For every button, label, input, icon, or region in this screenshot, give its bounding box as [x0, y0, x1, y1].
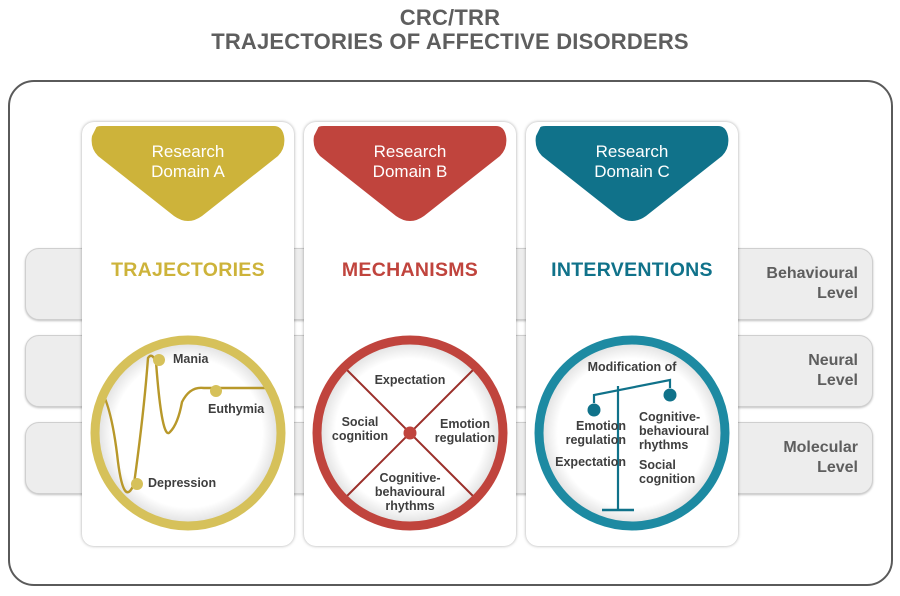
level-label-line: Behavioural	[766, 265, 858, 282]
scale-pan-left	[587, 403, 601, 417]
label-modification-of: Modification of	[587, 360, 677, 374]
center-dot	[403, 426, 417, 440]
level-label-line: Level	[817, 285, 858, 302]
label-line: behavioural	[374, 485, 446, 499]
banner-line: Domain B	[372, 162, 448, 181]
domain-c-heading: INTERVENTIONS	[551, 259, 713, 281]
domain-b-heading: MECHANISMS	[341, 259, 479, 281]
mechanisms-graphic	[312, 335, 508, 531]
label-line: rhythms	[385, 499, 435, 513]
circle-background	[539, 340, 725, 526]
level-label-line: Level	[817, 372, 858, 389]
banner-shape	[313, 126, 507, 221]
label-social-cognition: Social cognition	[330, 415, 390, 443]
domain-a-banner-text: Research Domain A	[82, 142, 294, 182]
label-line: Social	[341, 415, 379, 429]
banner-line: Domain A	[151, 162, 225, 181]
label-line: Emotion	[440, 417, 490, 431]
level-label-behavioural: Behavioural Level	[766, 264, 858, 304]
domain-column-b: Research Domain B MECHANISMS Expectation…	[304, 122, 516, 546]
domain-c-banner	[535, 126, 729, 221]
domain-b-banner	[313, 126, 507, 221]
domain-c-banner-text: Research Domain C	[526, 142, 738, 182]
mania-dot	[153, 354, 165, 366]
level-label-line: Molecular	[783, 439, 858, 456]
label-line: Emotion	[576, 419, 626, 433]
label-line: Cognitive-	[639, 410, 701, 424]
level-label-molecular: Molecular Level	[783, 438, 858, 478]
domain-column-c: Research Domain C INTERVENTIONS Modifica…	[526, 122, 738, 546]
label-cognitive-behavioural-rhythms: Cognitive- behavioural rhythms	[639, 410, 709, 452]
domain-a-heading: TRAJECTORIES	[111, 259, 265, 281]
label-depression: Depression	[148, 476, 217, 490]
label-emotion-regulation: Emotion regulation	[430, 417, 500, 445]
circle-ring	[534, 335, 730, 531]
level-label-neural: Neural Level	[808, 351, 858, 391]
label-line: regulation	[434, 431, 496, 445]
label-line: rhythms	[639, 438, 689, 452]
banner-line: Research	[595, 142, 669, 161]
banner-shape	[91, 126, 285, 221]
mood-trajectory-line	[96, 354, 280, 494]
diagram-title-line1: CRC/TRR	[399, 5, 501, 30]
label-cognitive-behavioural-rhythms: Cognitive- behavioural rhythms	[304, 471, 516, 513]
label-line: cognition	[331, 429, 389, 443]
circle-ring	[90, 335, 286, 531]
banner-shape	[535, 126, 729, 221]
label-expectation: Expectation	[374, 373, 446, 387]
label-euthymia: Euthymia	[208, 402, 265, 416]
label-expectation: Expectation	[555, 455, 626, 469]
label-line: cognition	[639, 472, 696, 486]
trajectory-graphic	[90, 335, 286, 531]
banner-line: Research	[151, 142, 225, 161]
label-line: behavioural	[639, 424, 710, 438]
label-mania: Mania	[173, 352, 209, 366]
domain-a-banner	[91, 126, 285, 221]
depression-dot	[131, 478, 143, 490]
domain-column-a: Research Domain A TRAJECTORIES Mania Eut…	[82, 122, 294, 546]
level-label-line: Level	[817, 459, 858, 476]
banner-line: Research	[373, 142, 447, 161]
circle-ring	[312, 335, 508, 531]
label-line: regulation	[565, 433, 626, 447]
domain-b-banner-text: Research Domain B	[304, 142, 516, 182]
label-line: Cognitive-	[379, 471, 441, 485]
circle-background	[95, 340, 281, 526]
scale-pan-right	[663, 388, 677, 402]
label-emotion-regulation: Emotion regulation	[546, 419, 626, 447]
euthymia-dot	[210, 385, 222, 397]
label-social-cognition: Social cognition	[639, 458, 695, 486]
diagram-title-line2: TRAJECTORIES OF AFFECTIVE DISORDERS	[211, 29, 689, 54]
banner-line: Domain C	[594, 162, 670, 181]
balance-scale-graphic	[534, 335, 730, 531]
level-label-line: Neural	[808, 352, 858, 369]
scale-beam	[592, 378, 672, 403]
label-line: Social	[639, 458, 676, 472]
